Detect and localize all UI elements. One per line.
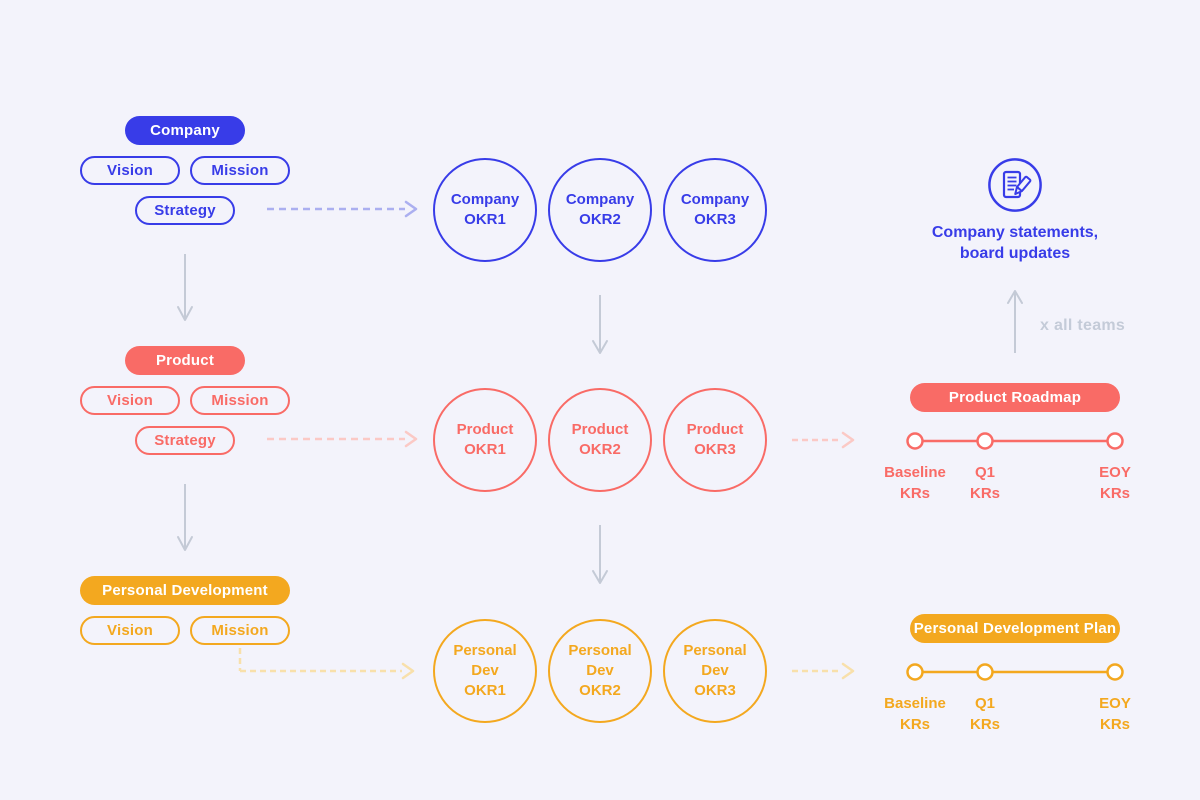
company-to-product-arrow [177, 254, 193, 321]
product-roadmap-pill: Product Roadmap [910, 383, 1120, 412]
x-all-teams-note: x all teams [1040, 317, 1126, 334]
product-strategy-to-okr-dashed-arrow [267, 430, 418, 448]
product-roadmap-timeline [906, 432, 1124, 450]
roadmap-to-statements-up-arrow [1007, 290, 1023, 353]
company-strategy-pill: Strategy [135, 196, 235, 225]
personal-mission-pill: Mission [190, 616, 290, 645]
company-title-pill: Company [125, 116, 245, 145]
company-vision-pill: Vision [80, 156, 180, 185]
company-okr-to-product-okr-arrow [592, 295, 608, 354]
product-mission-pill: Mission [190, 386, 290, 415]
personal-title-pill: Personal Development [80, 576, 290, 605]
personal-plan-timeline [906, 663, 1124, 681]
company-output-caption: Company statements,board updates [931, 224, 1099, 262]
document-pencil-icon [988, 158, 1042, 212]
product-strategy-pill: Strategy [135, 426, 235, 455]
company-strategy-to-okr-dashed-arrow [267, 200, 418, 218]
company-mission-pill: Mission [190, 156, 290, 185]
personal-vision-pill: Vision [80, 616, 180, 645]
product-okr-to-roadmap-dashed-arrow [792, 431, 855, 449]
personal-plan-pill: Personal Development Plan [910, 614, 1120, 643]
personal-mission-to-okr-dashed-elbow-arrow [238, 648, 415, 680]
product-vision-pill: Vision [80, 386, 180, 415]
product-title-pill: Product [125, 346, 245, 375]
product-okr-to-personal-okr-arrow [592, 525, 608, 584]
product-to-personal-arrow [177, 484, 193, 551]
personal-okr-to-plan-dashed-arrow [792, 662, 855, 680]
